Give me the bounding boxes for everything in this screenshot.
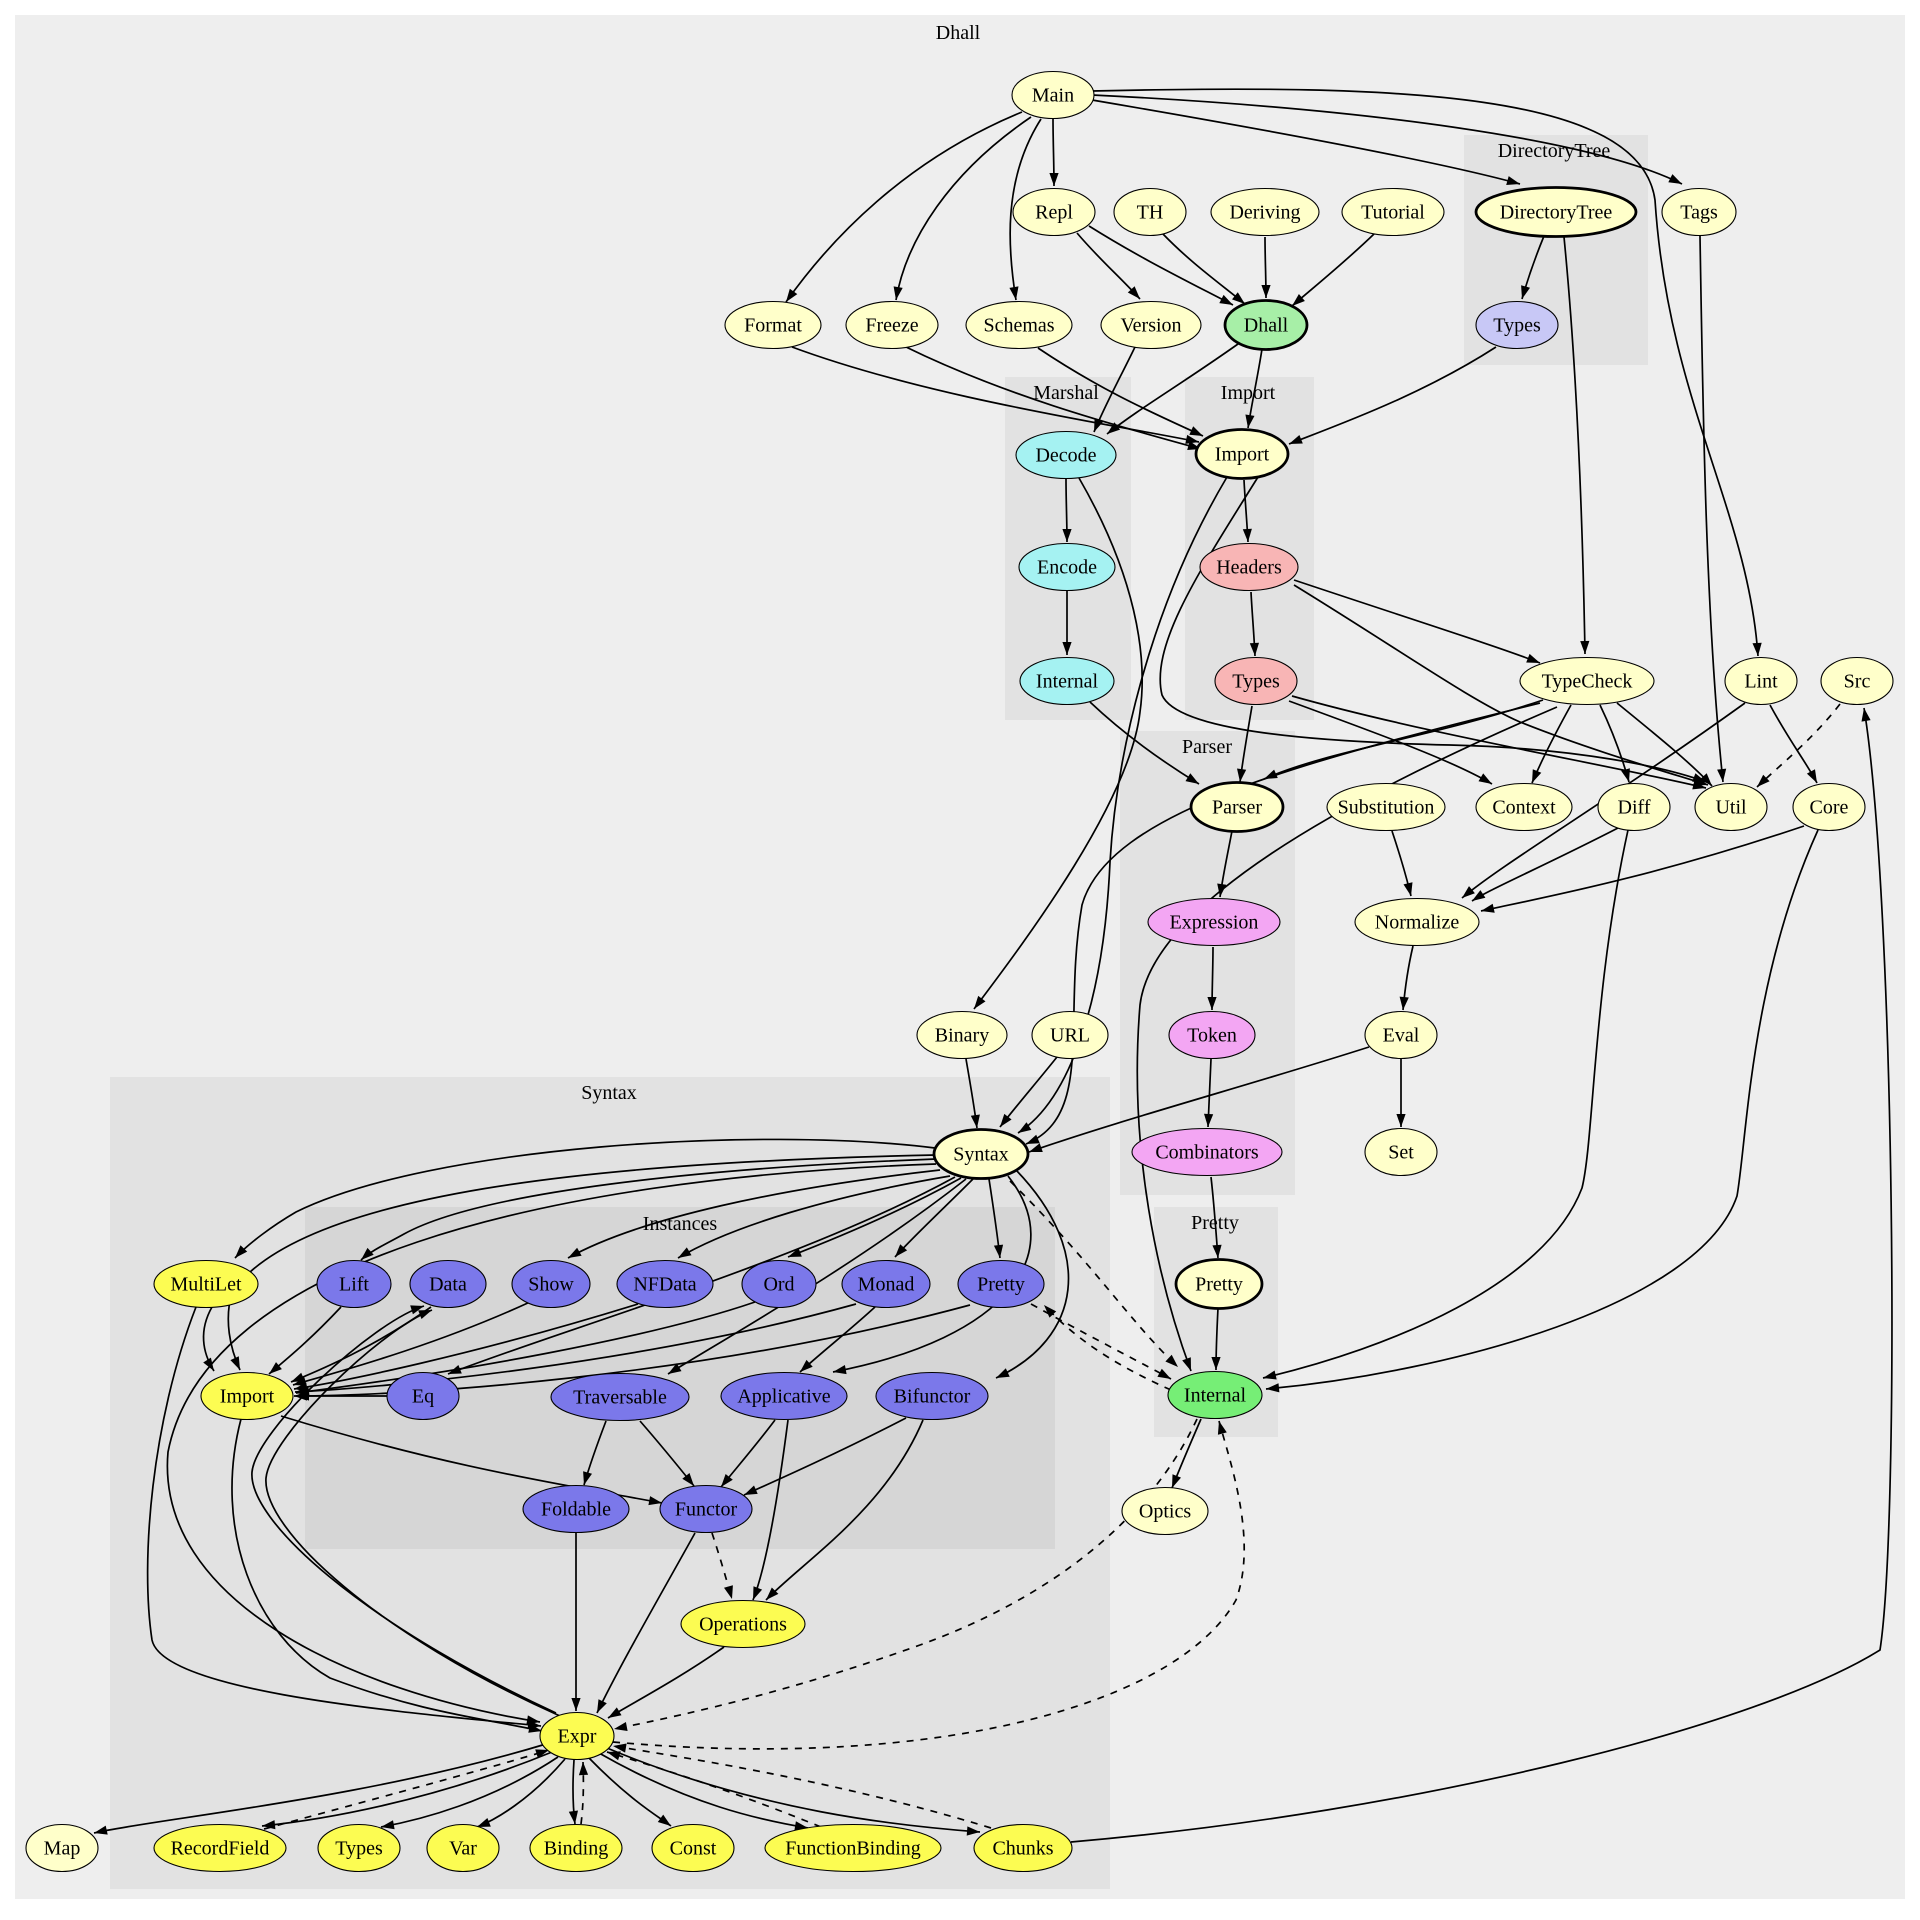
svg-text:Syntax: Syntax [953,1144,1009,1166]
svg-text:Token: Token [1187,1025,1237,1047]
svg-text:Set: Set [1388,1142,1414,1164]
svg-text:Repl: Repl [1035,202,1073,224]
svg-text:FunctionBinding: FunctionBinding [785,1838,921,1860]
svg-text:Data: Data [429,1274,467,1296]
svg-text:Decode: Decode [1035,445,1096,467]
svg-text:Normalize: Normalize [1375,912,1460,934]
svg-text:Parser: Parser [1212,797,1262,819]
svg-text:Dhall: Dhall [1244,315,1289,337]
svg-text:Show: Show [528,1274,574,1296]
svg-text:Main: Main [1032,85,1074,107]
svg-text:URL: URL [1050,1025,1090,1047]
svg-text:MultiLet: MultiLet [170,1274,242,1296]
svg-text:Chunks: Chunks [992,1838,1053,1860]
svg-text:Const: Const [670,1838,717,1860]
svg-text:Foldable: Foldable [541,1499,611,1521]
svg-text:Diff: Diff [1618,797,1651,819]
svg-text:Substitution: Substitution [1338,797,1435,819]
svg-text:RecordField: RecordField [171,1838,270,1860]
svg-text:Expr: Expr [558,1726,597,1748]
svg-text:Freeze: Freeze [865,315,918,337]
svg-text:Format: Format [744,315,802,337]
svg-text:Internal: Internal [1036,671,1099,693]
svg-text:Expression: Expression [1170,912,1259,934]
svg-text:Marshal: Marshal [1033,382,1099,404]
svg-text:Types: Types [335,1838,383,1860]
svg-text:TypeCheck: TypeCheck [1542,671,1633,693]
svg-text:TH: TH [1137,202,1164,224]
svg-text:Import: Import [1215,444,1270,466]
svg-text:Binary: Binary [935,1025,989,1047]
svg-text:Functor: Functor [675,1499,738,1521]
svg-text:Dhall: Dhall [936,22,981,44]
svg-text:Context: Context [1492,797,1556,819]
svg-text:Optics: Optics [1139,1501,1191,1523]
svg-text:Util: Util [1715,797,1747,819]
svg-text:Eval: Eval [1383,1025,1420,1047]
svg-text:Types: Types [1493,315,1541,337]
svg-text:Instances: Instances [643,1213,718,1235]
svg-text:Import: Import [220,1386,275,1408]
svg-text:Syntax: Syntax [581,1082,637,1104]
svg-text:Map: Map [44,1838,81,1860]
svg-text:Internal: Internal [1184,1385,1247,1407]
svg-text:Types: Types [1232,671,1280,693]
svg-text:Headers: Headers [1216,557,1282,579]
svg-text:NFData: NFData [633,1274,696,1296]
svg-text:Tags: Tags [1680,202,1718,224]
svg-text:Pretty: Pretty [1195,1274,1243,1296]
svg-text:DirectoryTree: DirectoryTree [1500,202,1613,224]
svg-text:Import: Import [1221,382,1276,404]
svg-text:Traversable: Traversable [573,1387,667,1409]
svg-text:Tutorial: Tutorial [1361,202,1425,224]
svg-text:Eq: Eq [412,1386,434,1408]
svg-text:Monad: Monad [858,1274,915,1296]
svg-text:Schemas: Schemas [983,315,1054,337]
svg-text:Core: Core [1810,797,1849,819]
svg-text:Combinators: Combinators [1155,1142,1259,1164]
svg-text:Applicative: Applicative [737,1386,830,1408]
svg-text:Pretty: Pretty [977,1274,1025,1296]
svg-text:Encode: Encode [1037,557,1097,579]
svg-text:Src: Src [1844,671,1871,693]
svg-text:Bifunctor: Bifunctor [894,1386,971,1408]
svg-text:Var: Var [449,1838,477,1860]
svg-text:Deriving: Deriving [1229,202,1300,224]
svg-text:DirectoryTree: DirectoryTree [1498,140,1611,162]
svg-text:Lift: Lift [339,1274,369,1296]
svg-text:Version: Version [1120,315,1181,337]
svg-text:Operations: Operations [699,1614,787,1636]
svg-text:Ord: Ord [763,1274,794,1296]
svg-text:Parser: Parser [1182,736,1232,758]
svg-text:Binding: Binding [544,1838,608,1860]
svg-text:Lint: Lint [1744,671,1778,693]
